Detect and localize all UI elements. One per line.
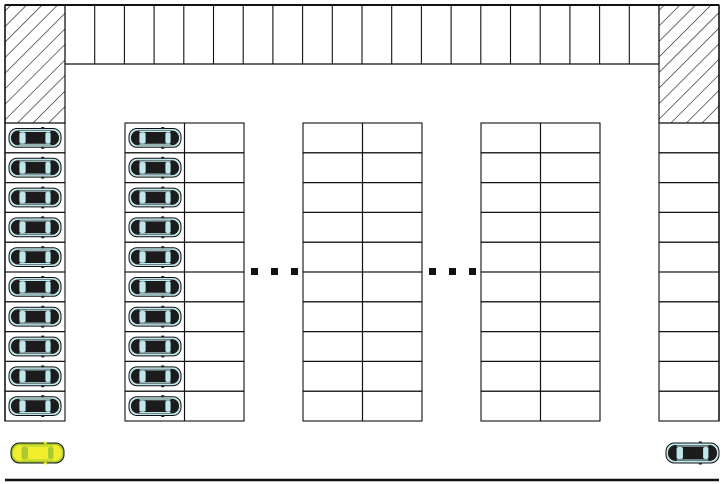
- parked-cars: [8, 127, 182, 417]
- moving-cars: [10, 441, 720, 465]
- stall: [302, 331, 364, 362]
- parked-car: [8, 216, 62, 239]
- stall: [302, 122, 364, 154]
- right-stall: [658, 241, 720, 273]
- stall: [302, 390, 364, 422]
- stall: [361, 211, 423, 243]
- ellipsis-markers: [251, 268, 476, 275]
- stall: [183, 271, 245, 303]
- parked-car: [8, 365, 62, 388]
- stall: [361, 390, 423, 422]
- parked-car: [8, 127, 62, 149]
- parked-car: [8, 156, 62, 179]
- parked-car: [128, 127, 182, 149]
- right-stall: [658, 122, 720, 154]
- stall: [302, 301, 364, 333]
- stall: [539, 211, 601, 243]
- parked-car: [8, 276, 62, 298]
- right-stall: [658, 182, 720, 213]
- stall: [539, 152, 601, 184]
- stall-block-3: [480, 122, 601, 422]
- stall-block-1: [124, 122, 245, 422]
- parked-car: [128, 305, 182, 328]
- parked-car: [8, 186, 62, 209]
- hatched-corner-top-right: [658, 4, 720, 124]
- top-stall-row: [64, 5, 660, 65]
- hatched-corner-top-left: [4, 4, 66, 124]
- stall: [183, 360, 245, 392]
- parked-car: [128, 276, 182, 298]
- left-stall-column: [4, 122, 66, 422]
- stall: [539, 122, 601, 154]
- stall: [361, 152, 423, 184]
- stall: [361, 331, 423, 362]
- stall: [183, 182, 245, 213]
- stall: [361, 360, 423, 392]
- stall: [539, 271, 601, 303]
- stall: [302, 182, 364, 213]
- parked-car: [128, 186, 182, 209]
- parked-car: [8, 335, 62, 358]
- exiting-car: [665, 441, 720, 465]
- stall: [480, 360, 542, 392]
- parked-car: [8, 305, 62, 328]
- right-stall-column: [658, 122, 720, 422]
- ellipsis-marker: [251, 268, 298, 275]
- stall: [183, 331, 245, 362]
- ellipsis-marker: [429, 268, 476, 275]
- stall: [480, 122, 542, 154]
- stall: [480, 211, 542, 243]
- stall: [480, 390, 542, 422]
- stall: [183, 122, 245, 154]
- stall-block-2: [302, 122, 423, 422]
- stall: [361, 271, 423, 303]
- stall: [539, 182, 601, 213]
- right-stall: [658, 360, 720, 392]
- stall: [480, 301, 542, 333]
- stall: [361, 122, 423, 154]
- stall: [480, 152, 542, 184]
- stall: [302, 241, 364, 273]
- stall: [480, 331, 542, 362]
- stall: [302, 271, 364, 303]
- double-stall-blocks: [124, 122, 601, 422]
- stall: [302, 360, 364, 392]
- entering-car: [10, 441, 65, 465]
- right-stall: [658, 390, 720, 422]
- stall: [480, 241, 542, 273]
- right-stall: [658, 271, 720, 303]
- stall: [302, 152, 364, 184]
- right-stall: [658, 211, 720, 243]
- left-stall: [4, 390, 66, 422]
- parked-car: [8, 246, 62, 268]
- stall: [539, 301, 601, 333]
- stall: [539, 360, 601, 392]
- parked-car: [128, 216, 182, 239]
- stall: [361, 182, 423, 213]
- right-stall: [658, 301, 720, 333]
- stall: [480, 182, 542, 213]
- stall: [183, 152, 245, 184]
- stall: [183, 211, 245, 243]
- stall: [302, 211, 364, 243]
- stall: [361, 301, 423, 333]
- parked-car: [8, 395, 62, 417]
- stall: [183, 390, 245, 422]
- stall: [183, 241, 245, 273]
- stall: [539, 390, 601, 422]
- parked-car: [128, 395, 182, 417]
- parked-car: [128, 365, 182, 388]
- stall: [539, 331, 601, 362]
- parked-car: [128, 156, 182, 179]
- parked-car: [128, 246, 182, 268]
- stall: [361, 241, 423, 273]
- right-stall: [658, 331, 720, 362]
- stall: [183, 301, 245, 333]
- parked-car: [128, 335, 182, 358]
- stall: [480, 271, 542, 303]
- right-stall: [658, 152, 720, 184]
- stall: [539, 241, 601, 273]
